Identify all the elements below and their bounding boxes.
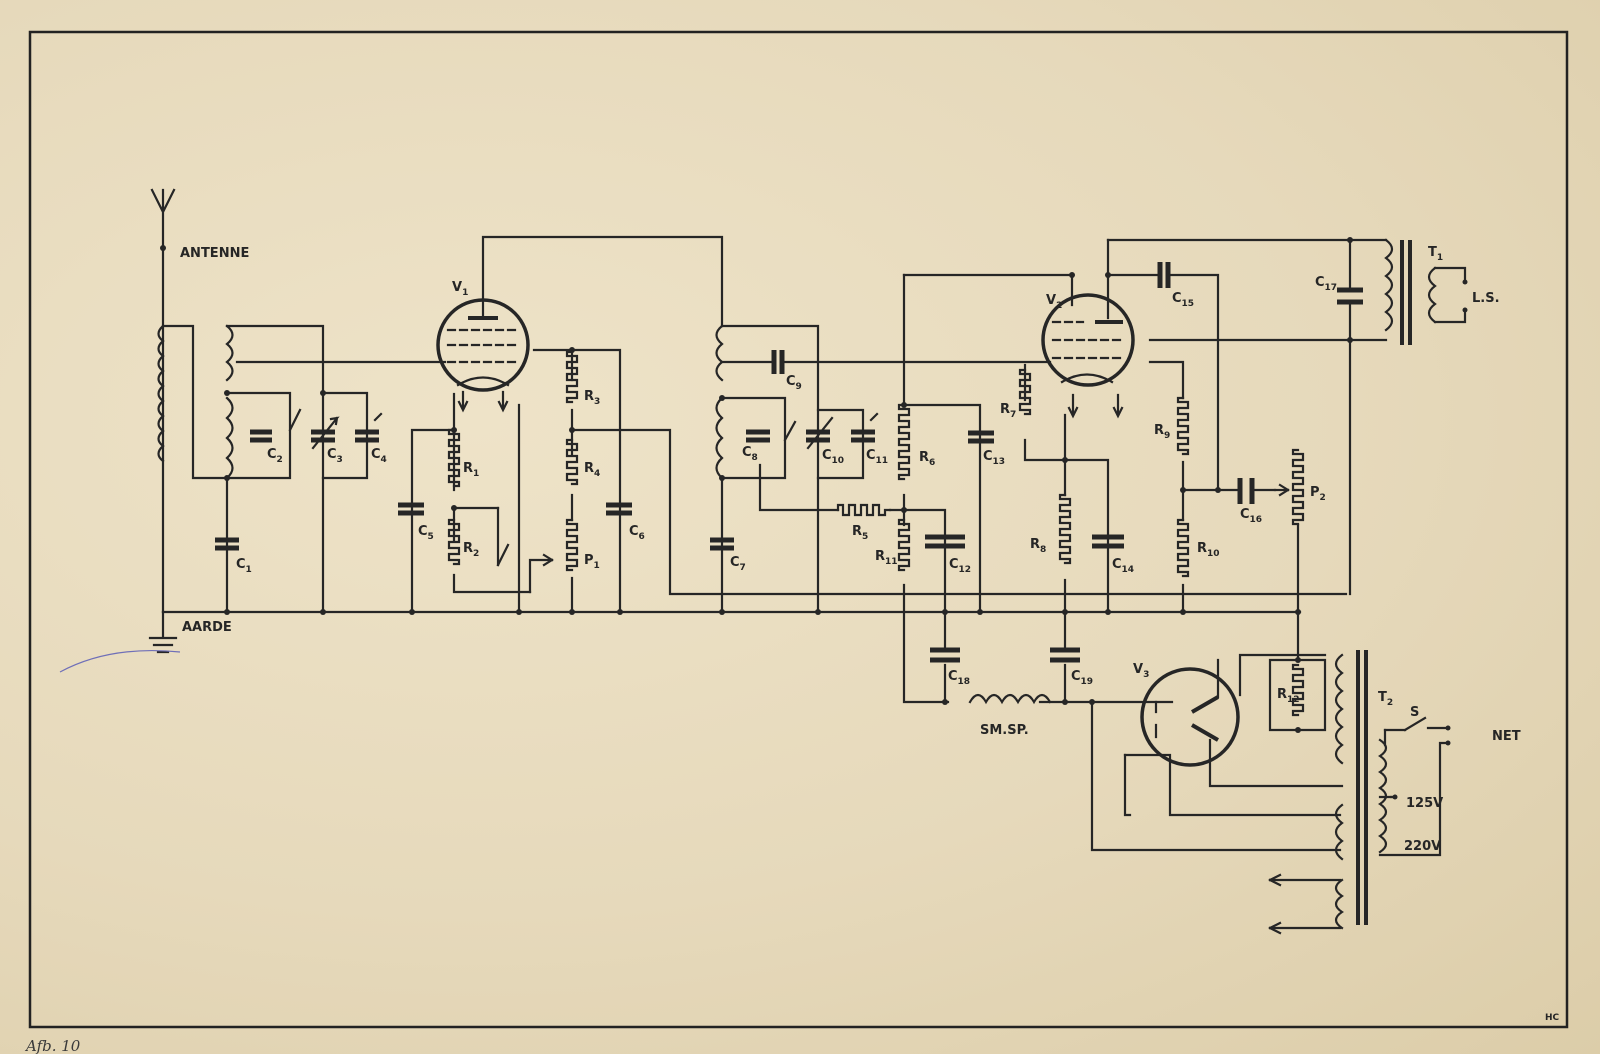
tube-v2 [1041,293,1135,419]
designator-t2: T2 [1378,690,1393,708]
designator-v1: V1 [452,280,468,298]
text-labels: ANTENNE AARDE L.S. NET SM.SP. S 125V 220… [24,246,1560,1054]
designator-p2: P2 [1310,485,1326,503]
designator-r11: R11 [875,549,898,567]
label-antenne: ANTENNE [180,246,249,261]
component-designators: V1 V2 V3 T1 T2 C1 C2 C3 C4 C5 C6 C7 C8 C… [236,245,1443,708]
drawing-frame [28,30,1569,1029]
capacitors [215,262,1363,663]
label-125v: 125V [1406,796,1443,811]
label-ls: L.S. [1472,291,1500,306]
designator-c7: C7 [730,555,746,573]
antenna-symbol [150,188,176,251]
designator-v3: V3 [1133,662,1149,680]
tube-v1 [436,298,530,413]
designator-r1: R1 [463,461,479,479]
designator-r3: R3 [584,389,600,407]
designator-c14: C14 [1112,557,1134,575]
designator-r4: R4 [584,461,600,479]
label-smsp: SM.SP. [980,723,1029,738]
designator-c17: C17 [1315,275,1337,293]
wires [161,235,1467,930]
resistors [447,350,1305,717]
designator-c18: C18 [948,669,970,687]
designator-c11: C11 [866,448,888,466]
label-220v: 220V [1404,839,1441,854]
designator-c6: C6 [629,524,645,542]
designator-c10: C10 [822,448,844,466]
inductors [157,238,1437,930]
designator-c19: C19 [1071,669,1093,687]
label-net: NET [1492,729,1521,744]
designator-c9: C9 [786,374,802,392]
designator-c8: C8 [742,445,758,463]
designator-c4: C4 [371,447,387,465]
tube-v3-rectifier [1140,658,1240,767]
designator-c5: C5 [418,524,434,542]
designator-r8: R8 [1030,537,1046,555]
designator-r9: R9 [1154,423,1170,441]
label-aarde: AARDE [182,620,232,635]
designator-c15: C15 [1172,291,1194,309]
designator-t1: T1 [1428,245,1443,263]
junctions [224,237,1468,733]
ground-symbol [59,610,181,673]
designator-r2: R2 [463,541,479,559]
designator-r7: R7 [1000,402,1016,420]
drawer-initials: HC [1545,1013,1560,1023]
designator-c2: C2 [267,447,283,465]
designator-c16: C16 [1240,507,1262,525]
designator-r5: R5 [852,524,868,542]
designator-v2: V2 [1046,293,1062,311]
smoothing-choke [968,693,1052,705]
switches-and-pots [288,408,1451,935]
designator-c13: C13 [983,449,1005,467]
designator-c1: C1 [236,557,252,575]
designator-r10: R10 [1197,541,1220,559]
figure-caption: Afb. 10 [24,1037,81,1054]
designator-p1: P1 [584,553,600,571]
designator-r12: R12 [1277,687,1300,705]
designator-r6: R6 [919,450,935,468]
designator-c12: C12 [949,557,971,575]
label-switch-s: S [1410,705,1419,720]
designator-c3: C3 [327,447,343,465]
